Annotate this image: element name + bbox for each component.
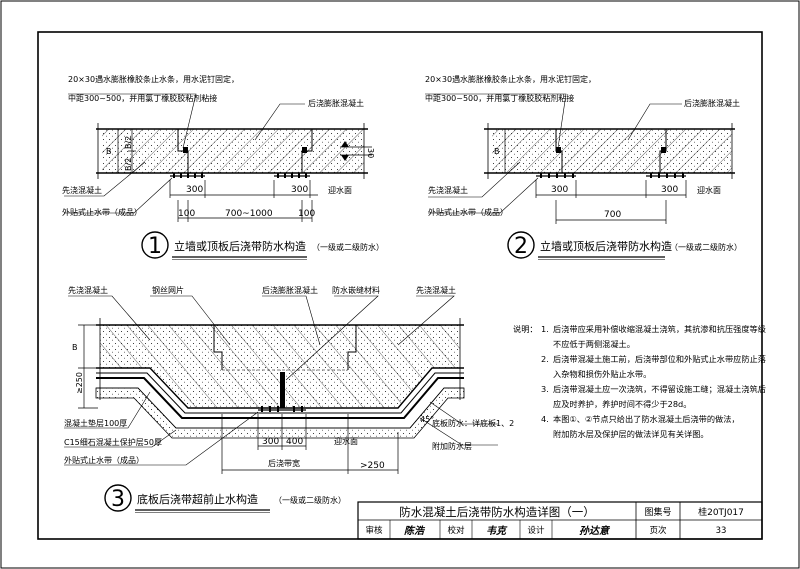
d1-first-concrete: 先浇混凝土 — [62, 185, 102, 195]
d3-external-stop: 外贴式止水带（成品） — [64, 455, 144, 465]
d3-protect: C15细石混凝土保护层50厚 — [64, 437, 162, 447]
d3-grade: （一级或二级防水） — [274, 495, 346, 505]
note-item: 2. 后浇带混凝土施工前，后浇带部位和外贴式止水带应防止落 入杂物和损伤外贴止水… — [541, 352, 766, 382]
d3-waterproof-seal: 防水嵌缝材料 — [332, 285, 380, 295]
note-number: 3. — [541, 384, 549, 394]
d1-dim-300a: 300 — [186, 185, 203, 195]
page-number: 33 — [716, 526, 727, 536]
d1-title: 立墙或顶板后浇带防水构造 — [174, 239, 306, 253]
d2-title: 立墙或顶板后浇带防水构造 — [540, 239, 672, 253]
detail-3 — [64, 295, 498, 513]
detail-2-marker — [507, 231, 535, 259]
d1-surface: 迎水面 — [328, 185, 352, 195]
design-signature: 孙达意 — [579, 525, 611, 537]
d1-dim-b: B — [106, 147, 112, 156]
d1-dim-100a: 100 — [178, 209, 195, 219]
note-item: 3. 后浇带混凝土应一次浇筑，不得留设施工缝；混凝土浇筑后 应及时养护，养护时间… — [541, 382, 766, 412]
atlas-number: 桂20TJ017 — [698, 506, 744, 518]
review-label: 审核 — [365, 525, 383, 536]
title-block-frame — [357, 501, 763, 540]
sheet-title: 防水混凝土后浇带防水构造详图（一） — [399, 505, 595, 519]
d2-first-concrete: 先浇混凝土 — [428, 185, 468, 195]
page-label: 页次 — [649, 525, 667, 536]
d3-dim-b: B — [72, 343, 78, 352]
d1-dim-b2a: B/2 — [124, 136, 133, 149]
note-line: 后浇带混凝土施工前，后浇带部位和外贴式止水带应防止落 — [553, 354, 766, 364]
note-line: 不应低于两侧混凝土。 — [553, 339, 635, 349]
d3-first-concrete: 先浇混凝土 — [68, 285, 108, 295]
d1-dim-300b: 300 — [291, 185, 308, 195]
detail-1 — [64, 93, 372, 260]
d3-width-label: 后浇带宽 — [268, 458, 300, 468]
note-line: 后浇带应采用补偿收缩混凝土浇筑，其抗渗和抗压强度等级 — [553, 324, 766, 334]
detail-2 — [425, 93, 735, 260]
d1-dim-mid: 700~1000 — [225, 209, 273, 219]
d3-dim-400: 400 — [286, 437, 303, 447]
d2-callout-line1: 20×30遇水膨胀橡胶条止水条，用水泥钉固定， — [425, 74, 596, 84]
d1-grade: （一级或二级防水） — [312, 242, 384, 252]
d1-external-stop: 外贴式止水带（成品） — [62, 207, 142, 217]
d3-surface: 迎水面 — [334, 436, 358, 446]
d1-callout-line2: 中距300~500，并用氯丁橡胶胶粘剂粘接 — [68, 93, 217, 103]
d3-first-concrete-r: 先浇混凝土 — [416, 285, 456, 295]
review-signature: 陈浩 — [404, 525, 426, 537]
design-label: 设计 — [527, 525, 545, 536]
notes-block: 说明： 1. 后浇带应采用补偿收缩混凝土浇筑，其抗渗和抗压强度等级 不应低于两侧… — [513, 322, 785, 442]
d3-post-concrete: 后浇膨胀混凝土 — [262, 285, 318, 295]
detail-3-marker — [104, 484, 132, 512]
note-line: 后浇带混凝土应一次浇筑，不得留设施工缝；混凝土浇筑后 — [553, 384, 766, 394]
check-signature: 韦克 — [486, 525, 508, 537]
note-line: 附加防水层及保护层的做法详见有关详图。 — [553, 429, 709, 439]
note-item: 4. 本图①、②节点只给出了防水混凝土后浇带的做法， 附加防水层及保护层的做法详… — [541, 412, 766, 442]
d3-base-waterproof: 底板防水：详底板1、2 — [432, 418, 514, 428]
d3-add-waterproof: 附加防水层 — [432, 441, 472, 451]
d1-dim-b2b: B/2 — [124, 158, 133, 171]
d2-number: 2 — [514, 234, 528, 259]
d1-callout-line1: 20×30遇水膨胀橡胶条止水条，用水泥钉固定， — [68, 74, 239, 84]
d2-grade: （一级或二级防水） — [670, 242, 742, 252]
notes-label: 说明： — [513, 324, 538, 334]
note-number: 2. — [541, 354, 549, 364]
atlas-label: 图集号 — [644, 506, 671, 518]
d1-number: 1 — [148, 234, 162, 259]
d3-number: 3 — [111, 487, 125, 512]
d3-cushion: 混凝土垫层100厚 — [64, 418, 127, 428]
note-item: 1. 后浇带应采用补偿收缩混凝土浇筑，其抗渗和抗压强度等级 不应低于两侧混凝土。 — [541, 322, 766, 352]
notes-list: 1. 后浇带应采用补偿收缩混凝土浇筑，其抗渗和抗压强度等级 不应低于两侧混凝土。… — [541, 322, 766, 442]
d2-dim-700: 700 — [604, 210, 621, 220]
d2-surface: 迎水面 — [697, 185, 721, 195]
detail-1-marker — [141, 231, 169, 259]
d1-dim-30: 30 — [366, 148, 375, 158]
d2-post-concrete: 后浇膨胀混凝土 — [684, 98, 740, 108]
d1-dim-100b: 100 — [298, 209, 315, 219]
d2-external-stop: 外贴式止水带（成品） — [428, 207, 508, 217]
d2-dim-b: B — [494, 147, 500, 156]
d1-post-concrete: 后浇膨胀混凝土 — [308, 98, 364, 108]
note-line: 本图①、②节点只给出了防水混凝土后浇带的做法， — [553, 414, 740, 424]
d3-title: 底板后浇带超前止水构造 — [137, 492, 258, 506]
note-number: 4. — [541, 414, 549, 424]
d3-dim-250h: >250 — [360, 461, 385, 471]
d2-callout-line2: 中距300~500，并用氯丁橡胶胶粘剂粘接 — [425, 93, 574, 103]
note-number: 1. — [541, 324, 549, 334]
drawing-frame — [37, 31, 763, 540]
d3-mesh: 钢丝网片 — [152, 285, 184, 295]
d3-angle: 45° — [420, 415, 434, 424]
note-line: 入杂物和损伤外贴止水带。 — [553, 369, 652, 379]
check-label: 校对 — [447, 525, 465, 536]
d3-dim-250v: ≥250 — [75, 372, 84, 394]
d2-dim-300b: 300 — [661, 185, 678, 195]
d3-dim-300: 300 — [262, 437, 279, 447]
note-line: 应及时养护，养护时间不得少于28d。 — [553, 399, 692, 409]
d2-dim-300a: 300 — [551, 185, 568, 195]
